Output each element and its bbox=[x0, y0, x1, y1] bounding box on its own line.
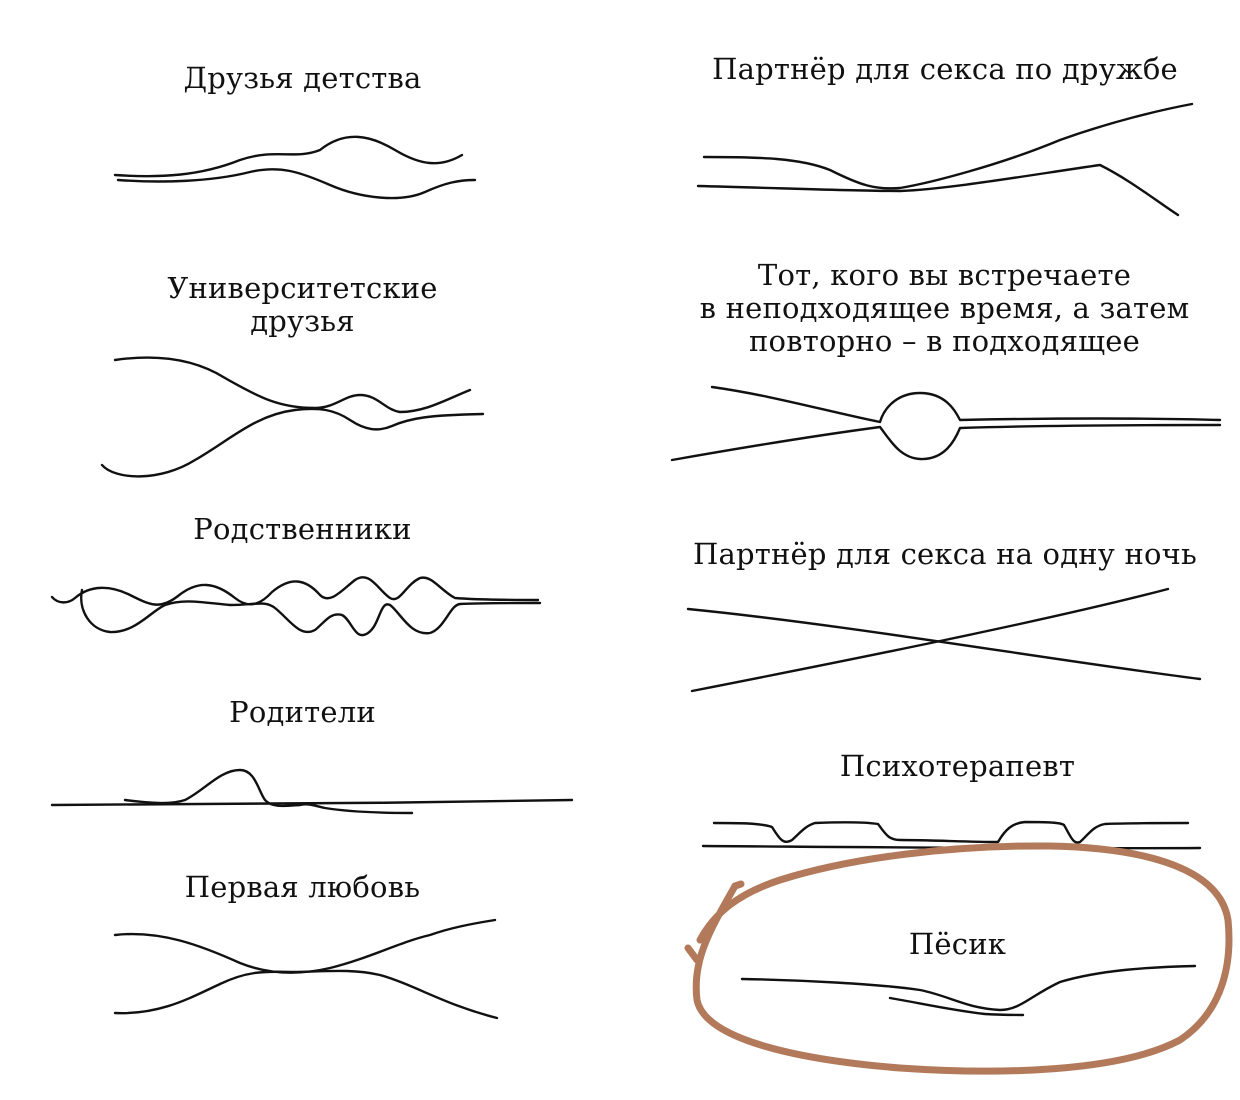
fwb-line-a bbox=[702, 102, 1194, 190]
caption-university-line2: друзья bbox=[250, 304, 355, 338]
highlight-ring-tail bbox=[684, 944, 701, 964]
fwb-line-b bbox=[696, 163, 1180, 217]
doggy-line-a bbox=[740, 964, 1197, 1012]
caption-childhood-friends: Друзья детства bbox=[150, 62, 455, 95]
relatives-line-a bbox=[50, 576, 540, 606]
caption-wrong-time-line3: повторно – в подходящее bbox=[749, 324, 1140, 358]
first-love-line-b bbox=[113, 969, 499, 1020]
relatives-lines bbox=[50, 576, 542, 637]
first-love-lines bbox=[113, 918, 499, 1020]
caption-first-love-text: Первая любовь bbox=[184, 870, 421, 904]
caption-wrong-time-line2: в неподходящее время, а затем bbox=[699, 291, 1190, 325]
doggy-line-b bbox=[888, 996, 1025, 1017]
caption-relatives: Родственники bbox=[150, 513, 455, 546]
caption-wrong-time: Тот, кого вы встречаете в неподходящее в… bbox=[672, 259, 1217, 358]
one-night-line-b bbox=[690, 587, 1170, 693]
therapist-lines bbox=[701, 820, 1202, 850]
childhood-friends-lines bbox=[113, 135, 477, 200]
wrong-time-line-a bbox=[710, 385, 1222, 424]
therapist-line-b bbox=[712, 820, 1190, 844]
childhood-line-a bbox=[113, 135, 464, 178]
university-line-b bbox=[100, 407, 485, 478]
caption-one-night-stand: Партнёр для секса на одну ночь bbox=[675, 538, 1215, 571]
first-love-line-a bbox=[113, 918, 497, 974]
parents-lines bbox=[50, 768, 574, 815]
caption-doggy: Пёсик bbox=[855, 928, 1060, 961]
caption-university-friends: Университетские друзья bbox=[130, 272, 475, 338]
caption-therapist: Психотерапевт bbox=[805, 750, 1110, 783]
caption-parents-text: Родители bbox=[229, 695, 376, 729]
highlight-ring-stroke bbox=[692, 842, 1233, 1075]
caption-fwb-text: Партнёр для секса по дружбе bbox=[712, 52, 1178, 86]
caption-first-love: Первая любовь bbox=[150, 871, 455, 904]
wrong-time-line-b bbox=[670, 423, 1222, 462]
highlight-ring-tick bbox=[731, 880, 745, 890]
parents-line-b bbox=[123, 768, 414, 815]
caption-doggy-text: Пёсик bbox=[908, 927, 1007, 961]
caption-one-night-text: Партнёр для секса на одну ночь bbox=[692, 537, 1198, 571]
caption-parents: Родители bbox=[150, 696, 455, 729]
relatives-line-b bbox=[80, 588, 542, 637]
caption-friends-with-benefits: Партнёр для секса по дружбе bbox=[690, 53, 1200, 86]
caption-therapist-text: Психотерапевт bbox=[839, 749, 1076, 783]
friends-with-benefits-lines bbox=[696, 102, 1194, 217]
childhood-line-b bbox=[116, 168, 477, 200]
doggy-lines bbox=[740, 964, 1197, 1017]
highlight-ring bbox=[684, 842, 1233, 1075]
university-line-a bbox=[113, 356, 472, 414]
one-night-line-a bbox=[686, 607, 1202, 681]
caption-childhood-friends-text: Друзья детства bbox=[183, 61, 422, 95]
university-friends-lines bbox=[100, 356, 485, 478]
caption-wrong-time-line1: Тот, кого вы встречаете bbox=[757, 258, 1132, 292]
caption-relatives-text: Родственники bbox=[193, 512, 412, 546]
wrong-time-lines bbox=[670, 385, 1222, 462]
caption-university-line1: Университетские bbox=[167, 271, 438, 305]
one-night-stand-lines bbox=[686, 587, 1202, 693]
